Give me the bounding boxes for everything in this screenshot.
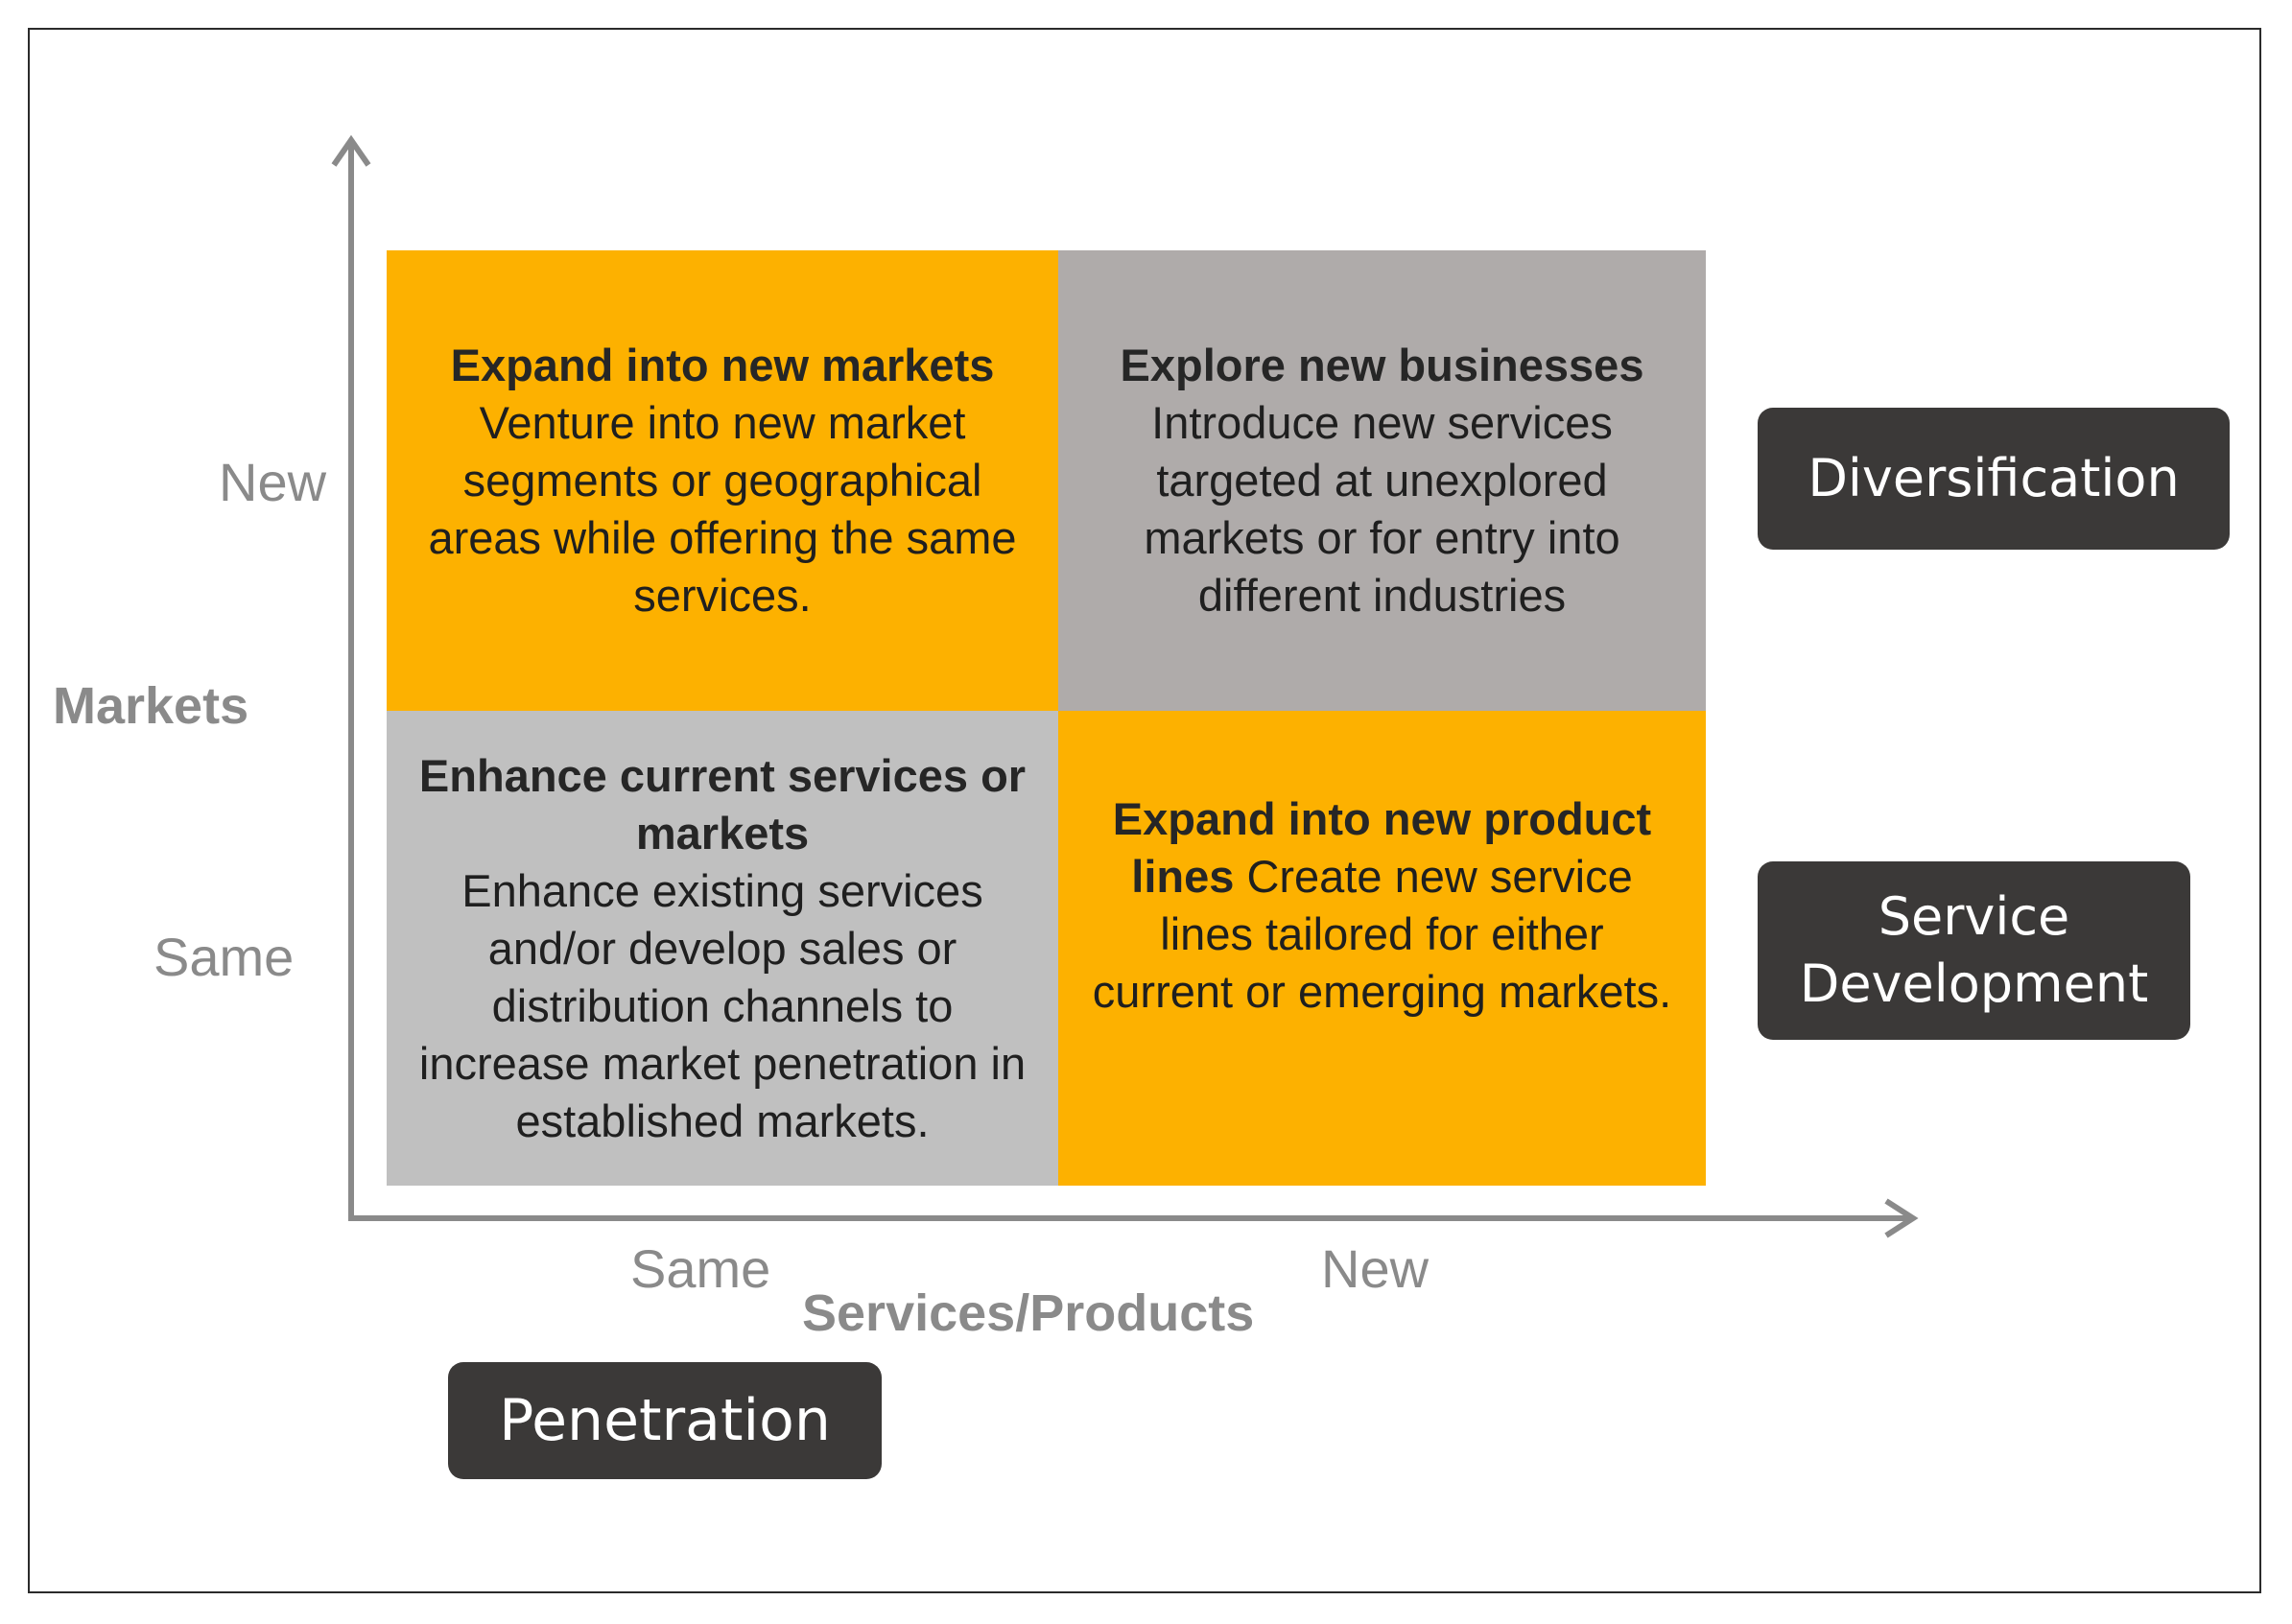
penetration-label: Penetration — [448, 1362, 882, 1479]
x-tick-same: Same — [630, 1238, 771, 1299]
quadrant-text: Enhance existing services and/or develop… — [418, 864, 1027, 1146]
y-axis-arrowhead — [331, 134, 371, 167]
quadrant-text: Create new service lines tailored for ei… — [1092, 850, 1672, 1017]
x-axis-arrowhead — [1884, 1198, 1919, 1238]
quadrant-expand-product-lines: Expand into new product lines Create new… — [1058, 711, 1706, 1186]
service-development-label: Service Development — [1758, 861, 2190, 1040]
x-tick-new: New — [1321, 1238, 1430, 1299]
diversification-label: Diversification — [1758, 408, 2230, 550]
quadrant-explore-new-businesses: Explore new businesses Introduce new ser… — [1058, 250, 1706, 711]
quadrant-expand-new-markets: Expand into new markets Venture into new… — [387, 250, 1058, 711]
quadrant-enhance-current: Enhance current services or markets Enha… — [387, 711, 1058, 1186]
y-tick-new: New — [219, 452, 327, 512]
y-tick-same: Same — [154, 927, 295, 987]
quadrant-title: Expand into new markets — [450, 340, 995, 390]
quadrant-title: Enhance current services or markets — [418, 749, 1027, 859]
quadrant-text: Introduce new services targeted at unexp… — [1144, 397, 1620, 621]
x-axis-title: Services/Products — [802, 1284, 1255, 1342]
quadrant-title: Expand into new product lines — [1112, 792, 1652, 902]
y-axis-title: Markets — [53, 677, 249, 735]
quadrant-title: Explore new businesses — [1120, 340, 1644, 390]
quadrant-text: Venture into new market segments or geog… — [428, 397, 1017, 621]
